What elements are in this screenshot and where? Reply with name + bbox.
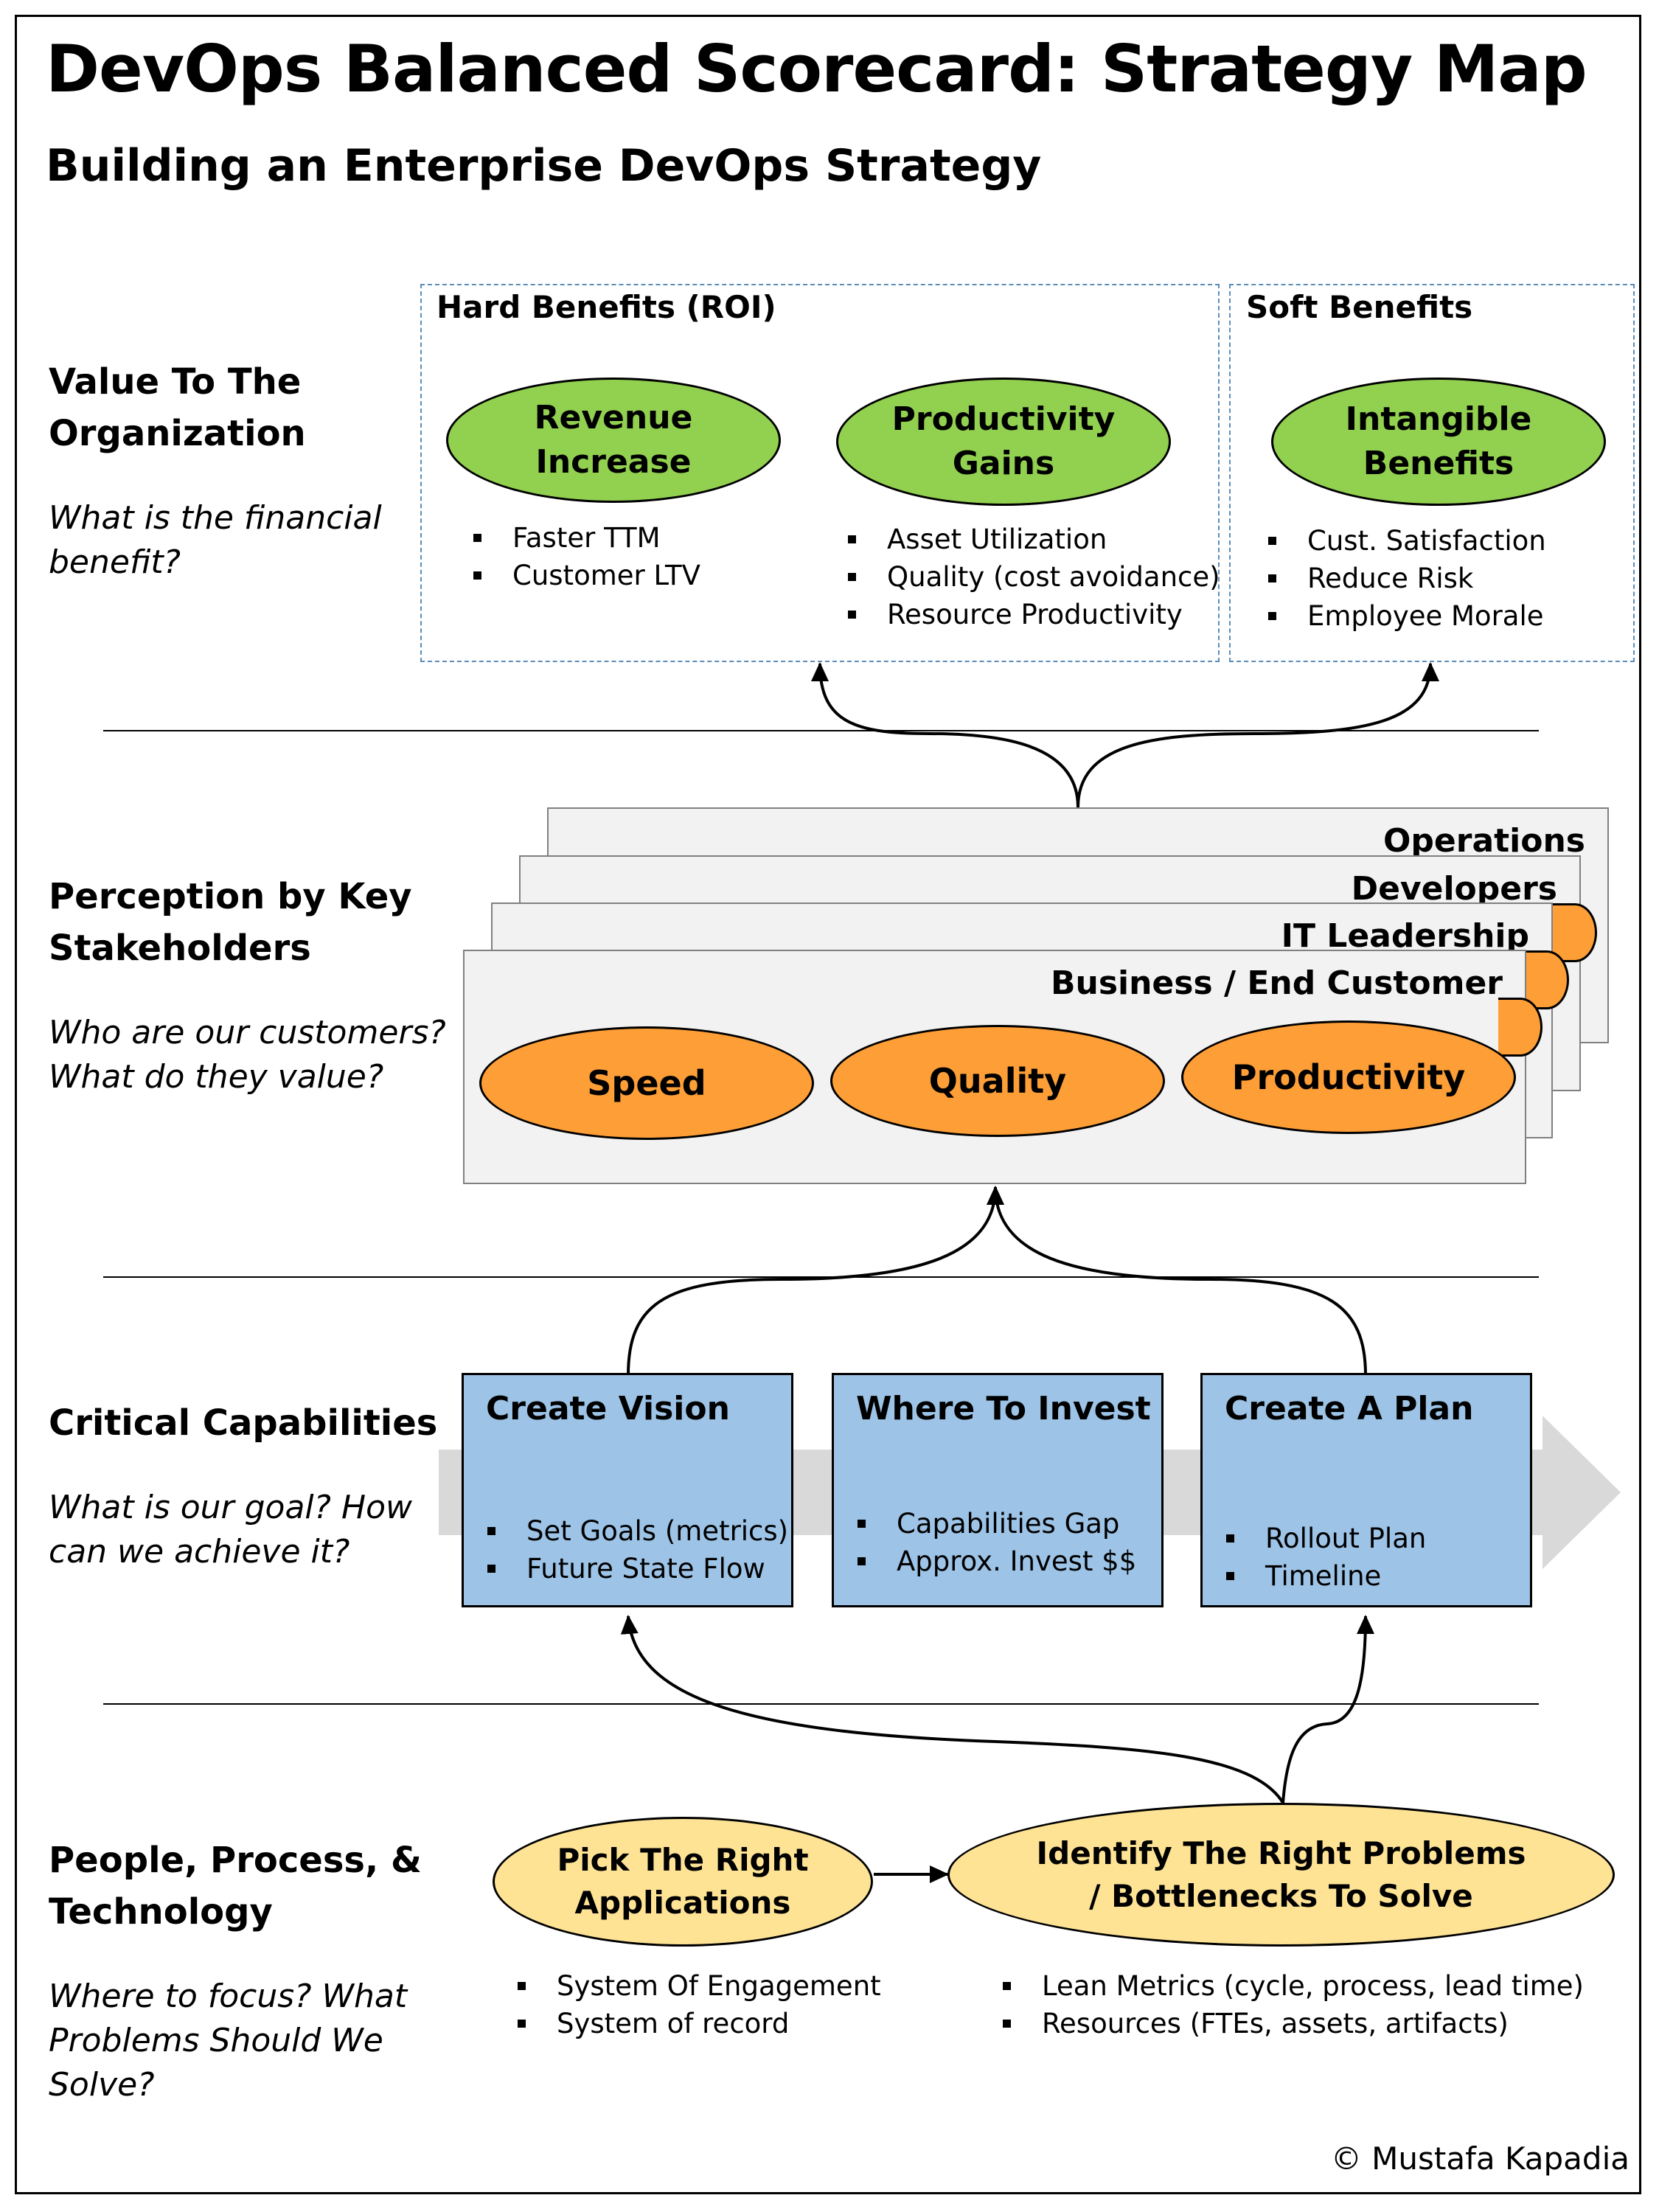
list-item: Set Goals (metrics) xyxy=(486,1512,788,1550)
arrow-vision-to-stakeholders xyxy=(627,1186,1004,1376)
list-item: Rollout Plan xyxy=(1225,1520,1426,1557)
capability-bullets: Capabilities Gap Approx. Invest $$ xyxy=(856,1505,1136,1580)
list-item: System of record xyxy=(516,2005,881,2042)
card-label: Operations xyxy=(1383,822,1585,860)
section-title: Critical Capabilities xyxy=(49,1402,438,1444)
soft-benefits-box xyxy=(1229,284,1635,662)
arrow-to-soft-benefits xyxy=(1077,662,1439,808)
revenue-increase-oval: Revenue Increase xyxy=(446,378,781,503)
productivity-bullets: Asset Utilization Quality (cost avoidanc… xyxy=(846,521,1220,633)
oval-label: Productivity xyxy=(1231,1057,1466,1097)
intangible-benefits-oval: Intangible Benefits xyxy=(1271,378,1606,506)
quality-oval: Quality xyxy=(830,1025,1165,1137)
oval-edge xyxy=(1498,998,1543,1057)
intangible-bullets: Cust. Satisfaction Reduce Risk Employee … xyxy=(1267,522,1546,635)
list-item: Reduce Risk xyxy=(1267,560,1546,597)
oval-label: Identify The Right Problems / Bottleneck… xyxy=(1036,1834,1526,1914)
section-value: Value To The Organization What is the fi… xyxy=(49,356,432,585)
capability-where-to-invest: Where To Invest Capabilities Gap Approx.… xyxy=(832,1373,1164,1607)
problems-bullets: Lean Metrics (cycle, process, lead time)… xyxy=(1001,1967,1584,2042)
oval-edge xyxy=(1553,903,1597,962)
list-item: Approx. Invest $$ xyxy=(856,1543,1136,1580)
section-title: Perception by Key Stakeholders xyxy=(49,876,412,969)
apps-bullets: System Of Engagement System of record xyxy=(516,1967,881,2042)
list-item: Resource Productivity xyxy=(846,596,1220,633)
section-people: People, Process, & Technology Where to f… xyxy=(49,1834,447,2107)
arrow-problems-to-vision xyxy=(620,1615,1284,1804)
card-label: Developers xyxy=(1351,870,1557,908)
list-item: Customer LTV xyxy=(472,557,700,594)
oval-label: Intangible Benefits xyxy=(1345,400,1532,482)
oval-label: Productivity Gains xyxy=(891,400,1116,482)
oval-label: Quality xyxy=(928,1061,1067,1101)
section-question: What is the financial benefit? xyxy=(49,499,382,581)
arrow-plan-to-stakeholders xyxy=(987,1186,1367,1376)
revenue-bullets: Faster TTM Customer LTV xyxy=(472,519,700,594)
productivity-gains-oval: Productivity Gains xyxy=(836,378,1171,506)
list-item: Timeline xyxy=(1225,1557,1426,1595)
oval-label: Revenue Increase xyxy=(534,399,693,481)
oval-edge xyxy=(1525,950,1569,1009)
list-item: Future State Flow xyxy=(486,1550,788,1587)
capability-title: Where To Invest xyxy=(856,1390,1151,1427)
capability-title: Create A Plan xyxy=(1225,1390,1474,1427)
section-capabilities: Critical Capabilities What is our goal? … xyxy=(49,1397,447,1574)
oval-label: Pick The Right Applications xyxy=(557,1842,809,1921)
oval-label: Speed xyxy=(587,1063,706,1103)
capability-bullets: Rollout Plan Timeline xyxy=(1225,1520,1426,1595)
list-item: Lean Metrics (cycle, process, lead time) xyxy=(1001,1967,1584,2005)
list-item: Faster TTM xyxy=(472,519,700,557)
capability-create-a-plan: Create A Plan Rollout Plan Timeline xyxy=(1200,1373,1532,1607)
speed-oval: Speed xyxy=(479,1026,814,1140)
copyright-text: © Mustafa Kapadia xyxy=(1330,2140,1630,2177)
card-label: Business / End Customer xyxy=(1050,964,1503,1002)
section-title: People, Process, & Technology xyxy=(49,1840,422,1933)
arrow-to-hard-benefits xyxy=(811,662,1079,808)
list-item: Capabilities Gap xyxy=(856,1505,1136,1543)
section-question: Who are our customers? What do they valu… xyxy=(49,1014,446,1096)
capability-create-vision: Create Vision Set Goals (metrics) Future… xyxy=(462,1373,793,1607)
list-item: Employee Morale xyxy=(1267,597,1546,635)
pick-applications-oval: Pick The Right Applications xyxy=(493,1817,873,1947)
identify-problems-oval: Identify The Right Problems / Bottleneck… xyxy=(947,1803,1615,1947)
section-question: Where to focus? What Problems Should We … xyxy=(49,1978,408,2104)
hard-benefits-title: Hard Benefits (ROI) xyxy=(437,289,776,325)
list-item: Resources (FTEs, assets, artifacts) xyxy=(1001,2005,1584,2042)
hard-benefits-box xyxy=(420,284,1220,662)
capability-bullets: Set Goals (metrics) Future State Flow xyxy=(486,1512,788,1587)
list-item: Asset Utilization xyxy=(846,521,1220,558)
list-item: Quality (cost avoidance) xyxy=(846,558,1220,596)
section-question: What is our goal? How can we achieve it? xyxy=(49,1489,412,1571)
page-frame xyxy=(15,15,1641,2194)
divider-line xyxy=(103,1276,1539,1278)
list-item: System Of Engagement xyxy=(516,1967,881,2005)
capability-title: Create Vision xyxy=(486,1390,730,1427)
productivity-oval: Productivity xyxy=(1181,1020,1516,1134)
page-subtitle: Building an Enterprise DevOps Strategy xyxy=(46,140,1042,192)
stakeholder-card-business: Business / End Customer Speed Quality Pr… xyxy=(463,950,1543,1184)
section-title: Value To The Organization xyxy=(49,361,306,454)
divider-line xyxy=(103,1703,1539,1705)
list-item: Cust. Satisfaction xyxy=(1267,522,1546,560)
section-perception: Perception by Key Stakeholders Who are o… xyxy=(49,871,447,1099)
page-title: DevOps Balanced Scorecard: Strategy Map xyxy=(46,31,1587,107)
divider-line xyxy=(103,730,1539,731)
card-label: IT Leadership xyxy=(1281,917,1529,955)
arrow-problems-to-plan xyxy=(1281,1615,1374,1804)
soft-benefits-title: Soft Benefits xyxy=(1246,289,1473,325)
